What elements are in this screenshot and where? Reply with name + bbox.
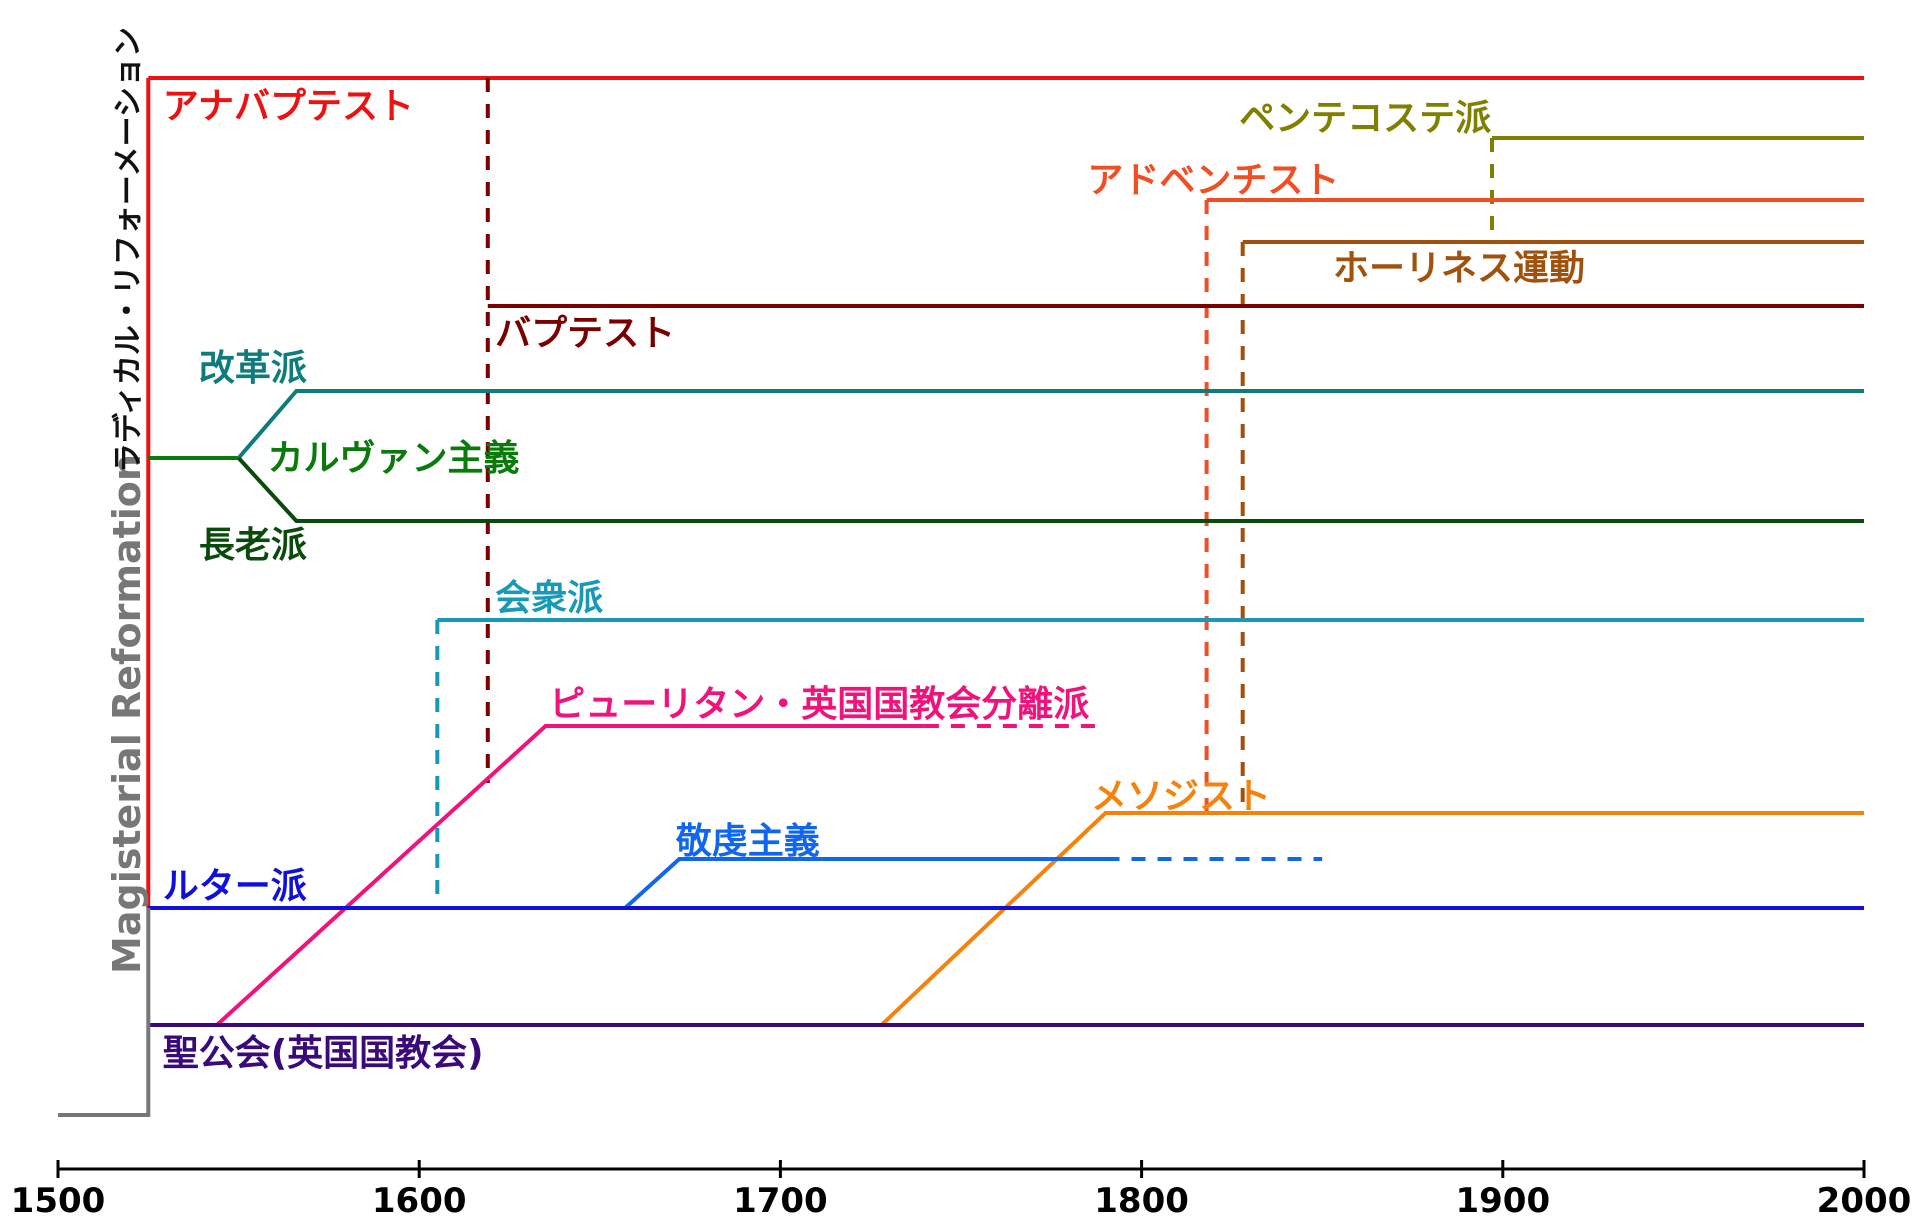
label-0: アナバプテスト xyxy=(163,86,414,127)
label-12: ルター派 xyxy=(163,866,307,907)
x-tick-label-1600: 1600 xyxy=(372,1181,467,1221)
label-4: バプテスト xyxy=(495,313,675,354)
series-line-7-12 xyxy=(237,456,1864,523)
label-13: 聖公会(英国国教会) xyxy=(163,1033,484,1074)
radical-reformation-label: ラディカル・リフォーメーション xyxy=(111,27,146,473)
branch-lines xyxy=(58,76,1864,1117)
magisterial-base-line xyxy=(58,908,151,1117)
label-10: メソジスト xyxy=(1091,776,1271,817)
label-7: 長老派 xyxy=(199,525,307,566)
x-tick-label-1900: 1900 xyxy=(1455,1181,1550,1221)
branch-labels: アナバプテスト ペンテコステ派アドベンチストホーリネス運動バプテスト改革派カルヴァ… xyxy=(163,86,1585,1074)
x-tick-label-1500: 1500 xyxy=(11,1181,106,1221)
x-tick-label-2000: 2000 xyxy=(1817,1181,1912,1221)
magisterial-reformation-label: Magisterial Reformation xyxy=(105,454,149,974)
label-1: ペンテコステ派 xyxy=(1239,98,1491,139)
label-3: ホーリネス運動 xyxy=(1333,248,1585,289)
label-8: 会衆派 xyxy=(495,578,603,619)
series-line-11-18 xyxy=(623,857,1106,910)
series-line-5-11 xyxy=(237,389,1864,460)
label-11: 敬虔主義 xyxy=(675,821,820,862)
label-9: ピューリタン・英国国教会分離派 xyxy=(549,684,1089,725)
label-5: 改革派 xyxy=(199,348,307,389)
x-tick-label-1700: 1700 xyxy=(733,1181,828,1221)
label-6: カルヴァン主義 xyxy=(268,438,520,479)
series-line-9-15 xyxy=(215,724,925,1027)
x-axis: 1500 1600 1700 1800 1900 2000 xyxy=(11,1160,1912,1221)
series-line-10-17 xyxy=(880,811,1864,1027)
label-2: アドベンチスト xyxy=(1087,160,1339,201)
x-tick-label-1800: 1800 xyxy=(1094,1181,1189,1221)
